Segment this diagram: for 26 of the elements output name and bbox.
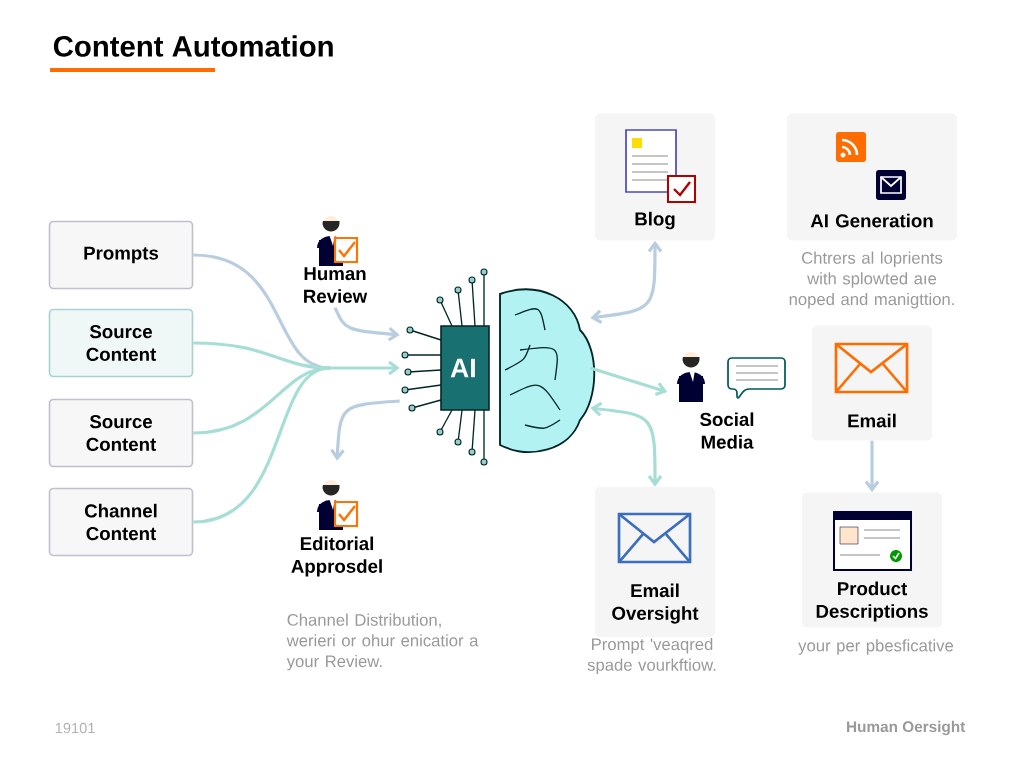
arrow [590, 401, 663, 487]
output-card: Email Oversight [595, 487, 715, 637]
description-text: Channel Distribution, werieri or ohur enicatior a your Review. [286, 613, 479, 671]
arrow [864, 440, 880, 493]
arrow [330, 360, 400, 376]
output-card: AI Generation [787, 113, 957, 241]
output-card: Email [812, 325, 932, 441]
arrow [589, 366, 668, 397]
step-label: Human Review [304, 267, 368, 303]
arrow [330, 399, 400, 461]
process-box: Source Content [48, 308, 194, 378]
arrow [333, 306, 400, 342]
description-text: Chtrers al loprients with splowted aıe noped and manigttion. [789, 251, 954, 309]
ai-brain-drawing: AI [401, 268, 596, 466]
title: Content Automation [53, 35, 333, 57]
node-label: AI [450, 358, 475, 378]
step-label: Social Media [700, 412, 754, 449]
description-text: Prompt 'veaqred spade vourkftiow. [587, 637, 716, 675]
process-box: Source Content [48, 398, 194, 468]
process-box: Channel Content [48, 487, 194, 557]
footer-text: Human Oersight [847, 720, 966, 736]
process-box: Prompts [48, 220, 194, 290]
arrow [590, 240, 663, 325]
page-number: 19101 [55, 722, 95, 734]
step-label: Editorial Approsdel [291, 536, 382, 577]
description-text: your per pbesficative [798, 639, 954, 655]
